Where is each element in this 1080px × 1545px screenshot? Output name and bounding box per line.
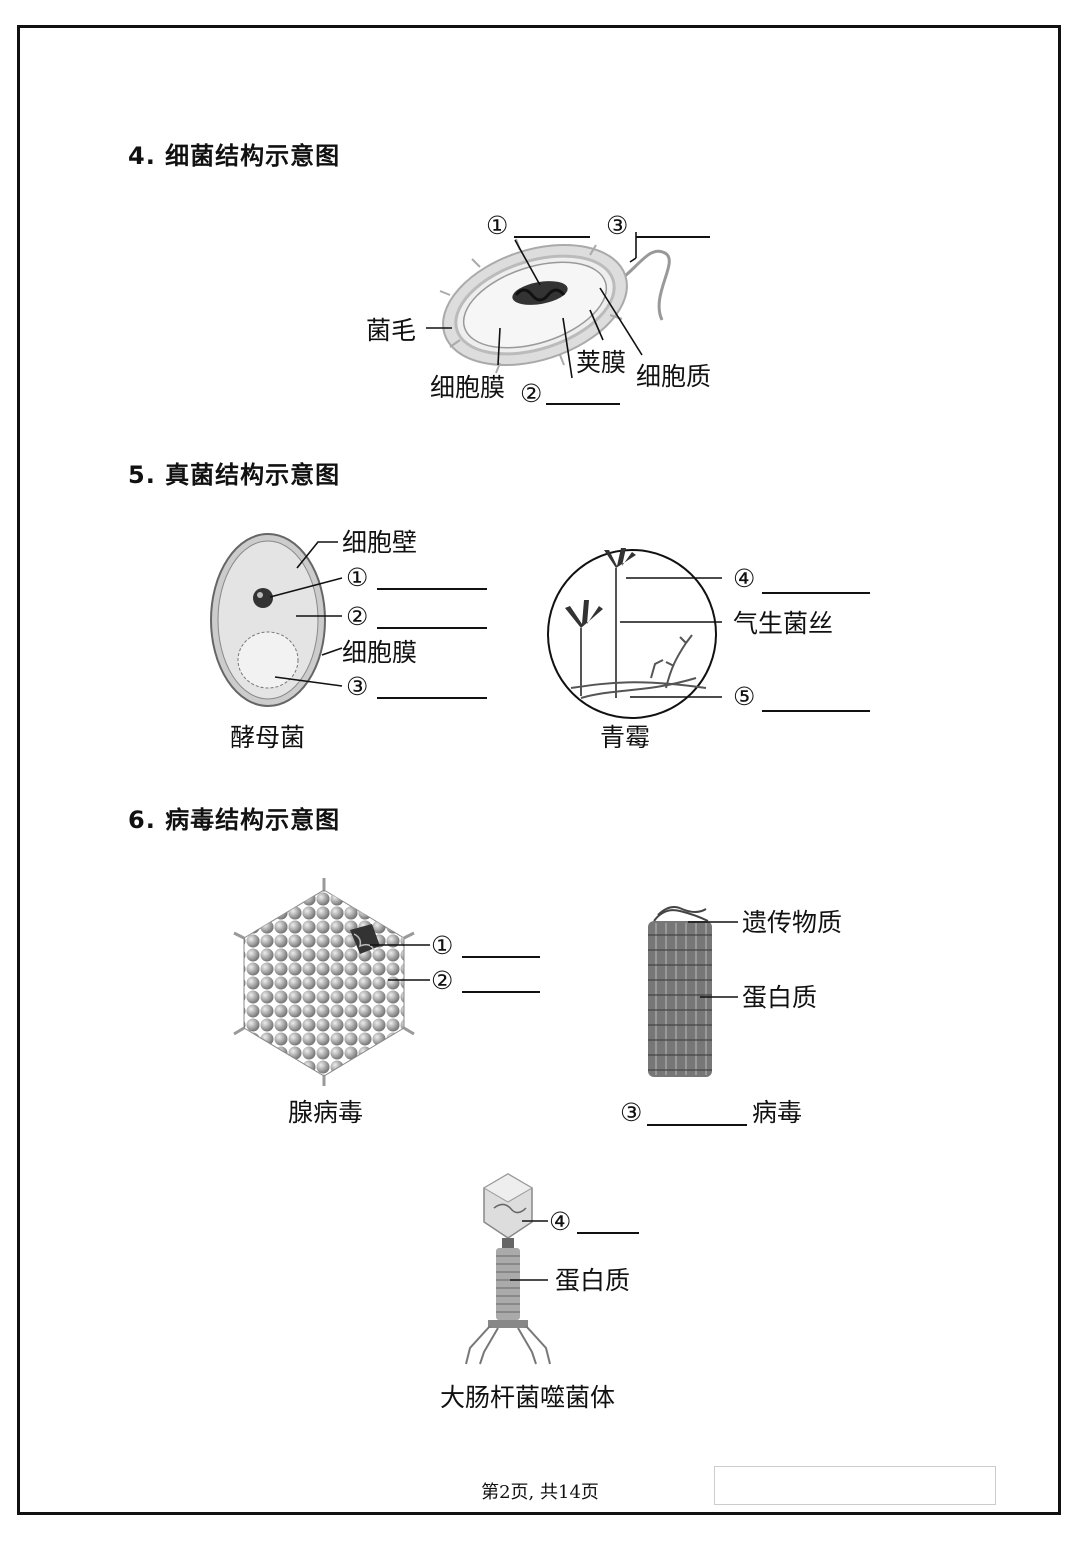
phage-label-4: ④	[549, 1209, 571, 1234]
phage-protein-label: 蛋白质	[555, 1268, 630, 1293]
score-box	[714, 1466, 996, 1505]
phage-blank-4[interactable]	[577, 1232, 639, 1234]
phage-name: 大肠杆菌噬菌体	[440, 1385, 615, 1410]
